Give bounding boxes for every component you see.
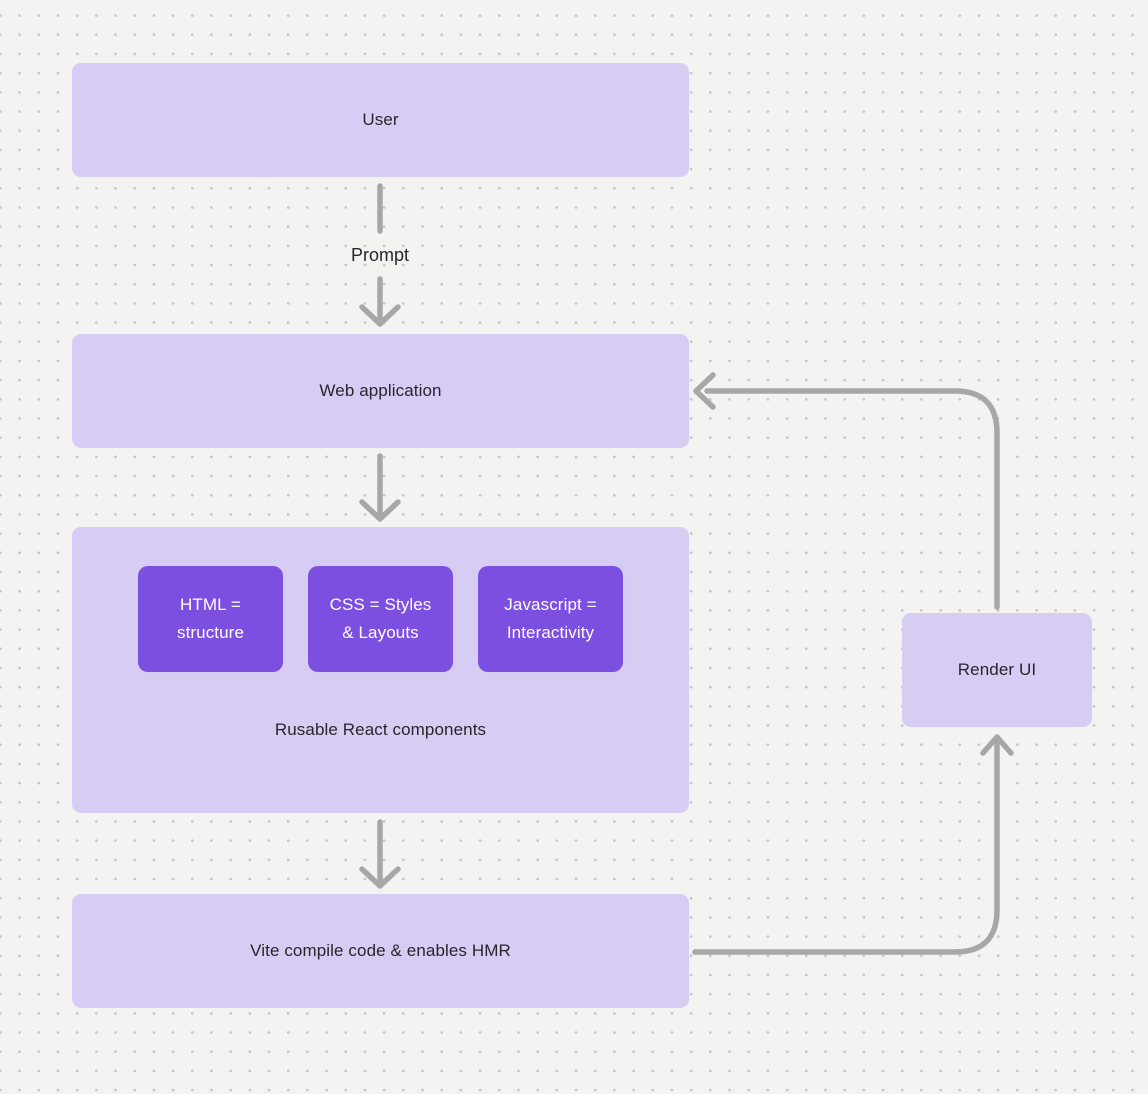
arrow-renderui-to-webapp-shaft bbox=[704, 388, 1000, 610]
arrow-components-to-vite-head bbox=[359, 866, 401, 889]
arrow-vite-to-renderui-head bbox=[980, 734, 1014, 756]
card-html-label: HTML = structure bbox=[176, 595, 245, 642]
card-javascript[interactable]: Javascript = Interactivity bbox=[478, 566, 623, 672]
node-web-application[interactable]: Web application bbox=[72, 334, 689, 448]
node-vite[interactable]: Vite compile code & enables HMR bbox=[72, 894, 689, 1008]
arrow-vite-to-renderui-shaft bbox=[692, 740, 1000, 955]
card-css[interactable]: CSS = Styles & Layouts bbox=[308, 566, 453, 672]
node-components-group[interactable]: HTML = structure CSS = Styles & Layouts … bbox=[72, 527, 689, 813]
node-web-application-label: Web application bbox=[319, 381, 442, 400]
node-vite-label: Vite compile code & enables HMR bbox=[250, 941, 511, 960]
node-user[interactable]: User bbox=[72, 63, 689, 177]
arrow-webapp-to-components-head bbox=[359, 499, 401, 522]
card-html[interactable]: HTML = structure bbox=[138, 566, 283, 672]
node-render-ui[interactable]: Render UI bbox=[902, 613, 1092, 727]
component-cards: HTML = structure CSS = Styles & Layouts … bbox=[138, 566, 623, 672]
card-javascript-label: Javascript = Interactivity bbox=[504, 595, 597, 642]
node-render-ui-label: Render UI bbox=[957, 660, 1037, 679]
node-user-label: User bbox=[362, 110, 399, 129]
card-css-label: CSS = Styles & Layouts bbox=[329, 595, 432, 642]
components-group-caption: Rusable React components bbox=[274, 720, 487, 739]
arrow-prompt-to-webapp-head bbox=[359, 304, 401, 327]
arrow-renderui-to-webapp-head bbox=[693, 372, 716, 410]
edge-label-prompt: Prompt bbox=[350, 245, 410, 265]
